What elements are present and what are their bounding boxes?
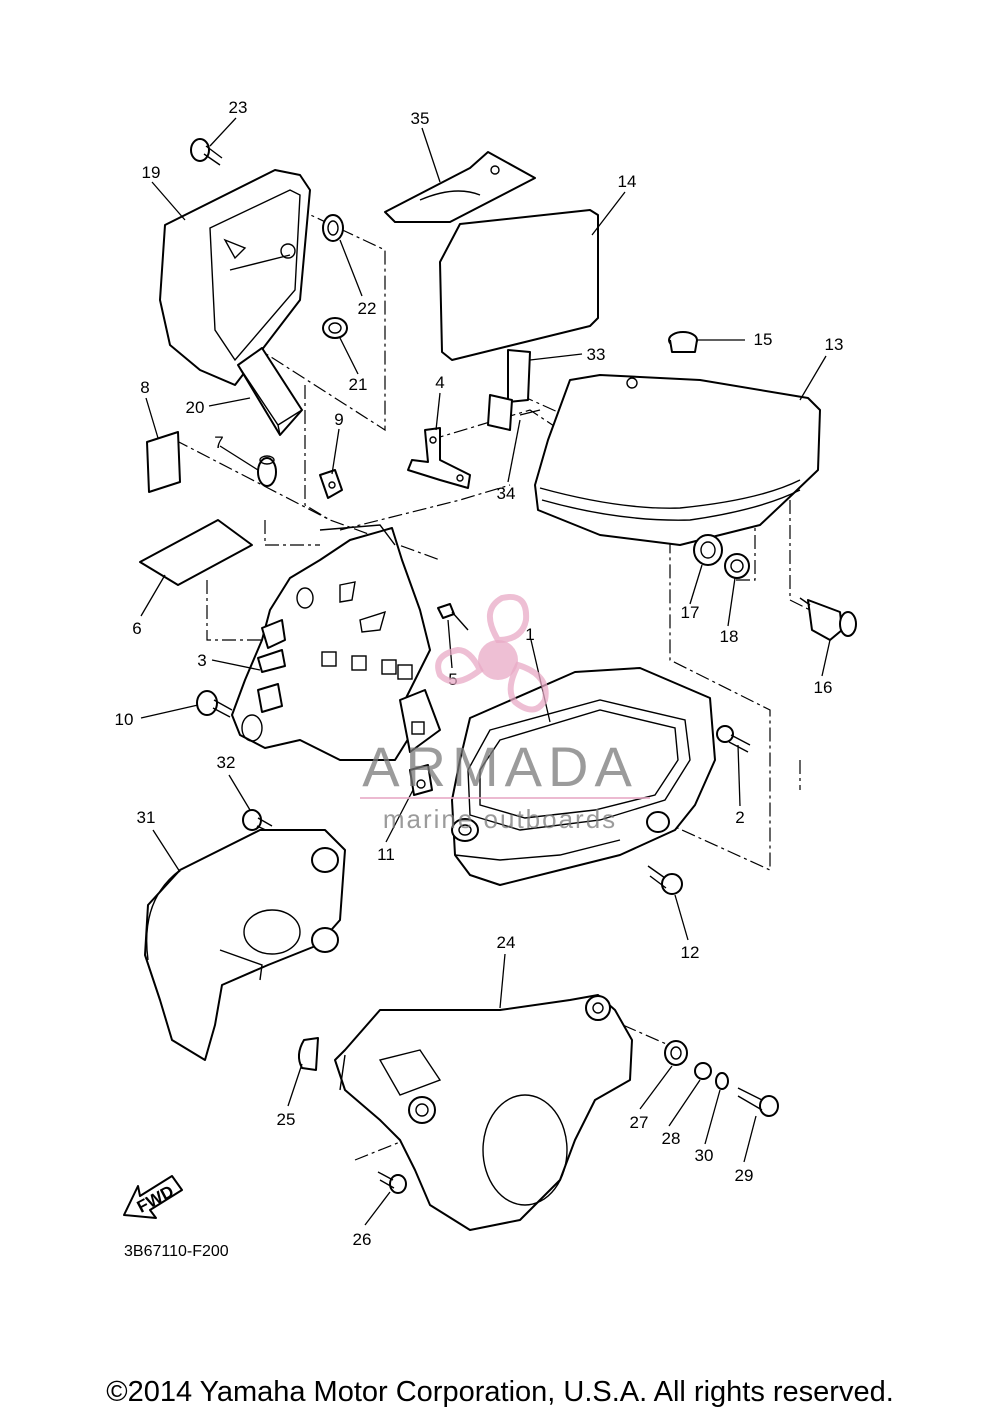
part-14-panel [439, 209, 599, 361]
part-1-silencer [451, 667, 716, 886]
part-35-pad [384, 151, 536, 223]
callout-21: 21 [349, 375, 368, 394]
callout-25: 25 [277, 1110, 296, 1129]
callout-30: 30 [695, 1146, 714, 1165]
part-11-clip [409, 764, 433, 796]
part-25-clip [298, 1037, 319, 1071]
part-24-intake [334, 994, 633, 1231]
part-31-cover [144, 829, 346, 1061]
watermark-brand: ARMADA [362, 735, 638, 798]
callout-19: 19 [142, 163, 161, 182]
part-9-clip [319, 469, 343, 499]
part-20-block [237, 347, 303, 436]
callout-8: 8 [140, 378, 149, 397]
part-23-screw [190, 138, 223, 166]
callout-17: 17 [681, 603, 700, 622]
callout-24: 24 [497, 933, 516, 952]
part-18-fitting [724, 553, 750, 579]
callout-31: 31 [137, 808, 156, 827]
part-3-housing [231, 524, 441, 761]
part-10-bolt [196, 690, 233, 718]
leader-lines [140, 117, 831, 1226]
watermark-tagline: marine outboards [383, 804, 617, 834]
callout-18: 18 [720, 627, 739, 646]
callout-3: 3 [197, 651, 206, 670]
part-32-bolt [242, 809, 273, 833]
callout-4: 4 [435, 373, 444, 392]
callout-27: 27 [630, 1113, 649, 1132]
callout-22: 22 [358, 299, 377, 318]
callout-2: 2 [735, 808, 744, 827]
part-34-clip [487, 394, 541, 431]
callout-12: 12 [681, 943, 700, 962]
part-12-bolt [647, 865, 683, 895]
callout-10: 10 [115, 710, 134, 729]
part-33-pad [507, 349, 531, 403]
callout-16: 16 [814, 678, 833, 697]
callout-20: 20 [186, 398, 205, 417]
callout-26: 26 [353, 1230, 372, 1249]
part-27-grommet [664, 1040, 688, 1066]
part-4-bracket [407, 427, 471, 489]
callout-1: 1 [525, 625, 534, 644]
callout-6: 6 [132, 619, 141, 638]
part-5-pin [437, 603, 469, 631]
diagram-code: 3B67110-F200 [124, 1243, 229, 1260]
callout-32: 32 [217, 753, 236, 772]
callout-7: 7 [214, 433, 223, 452]
propeller-logo-icon [435, 594, 549, 713]
part-17-nut [693, 534, 723, 566]
part-13-cover [534, 374, 821, 546]
callout-33: 33 [587, 345, 606, 364]
part-29-bolt [737, 1087, 779, 1117]
part-21-grommet [322, 317, 348, 339]
callout-14: 14 [618, 172, 637, 191]
callout-15: 15 [754, 330, 773, 349]
part-15-grommet [668, 331, 698, 353]
callout-13: 13 [825, 335, 844, 354]
part-30-washer [715, 1072, 729, 1090]
fwd-arrow-icon: FWD [123, 1175, 183, 1219]
callout-28: 28 [662, 1129, 681, 1148]
callout-35: 35 [411, 109, 430, 128]
part-22-grommet [322, 214, 344, 242]
part-19-cover [159, 169, 311, 386]
callout-23: 23 [229, 98, 248, 117]
callout-11: 11 [377, 845, 395, 864]
part-28-collar [694, 1062, 712, 1080]
part-7-cap [257, 455, 277, 487]
part-8-pad [146, 431, 181, 493]
callout-29: 29 [735, 1166, 754, 1185]
part-2-bolt [716, 725, 751, 753]
part-16-fitting [799, 597, 857, 641]
copyright-notice: ©2014 Yamaha Motor Corporation, U.S.A. A… [106, 1376, 894, 1408]
callout-9: 9 [334, 410, 343, 429]
watermark: ARMADA marine outboards [360, 594, 650, 834]
callout-34: 34 [497, 484, 516, 503]
part-26-bolt [377, 1171, 407, 1194]
part-6-pad [139, 519, 253, 586]
